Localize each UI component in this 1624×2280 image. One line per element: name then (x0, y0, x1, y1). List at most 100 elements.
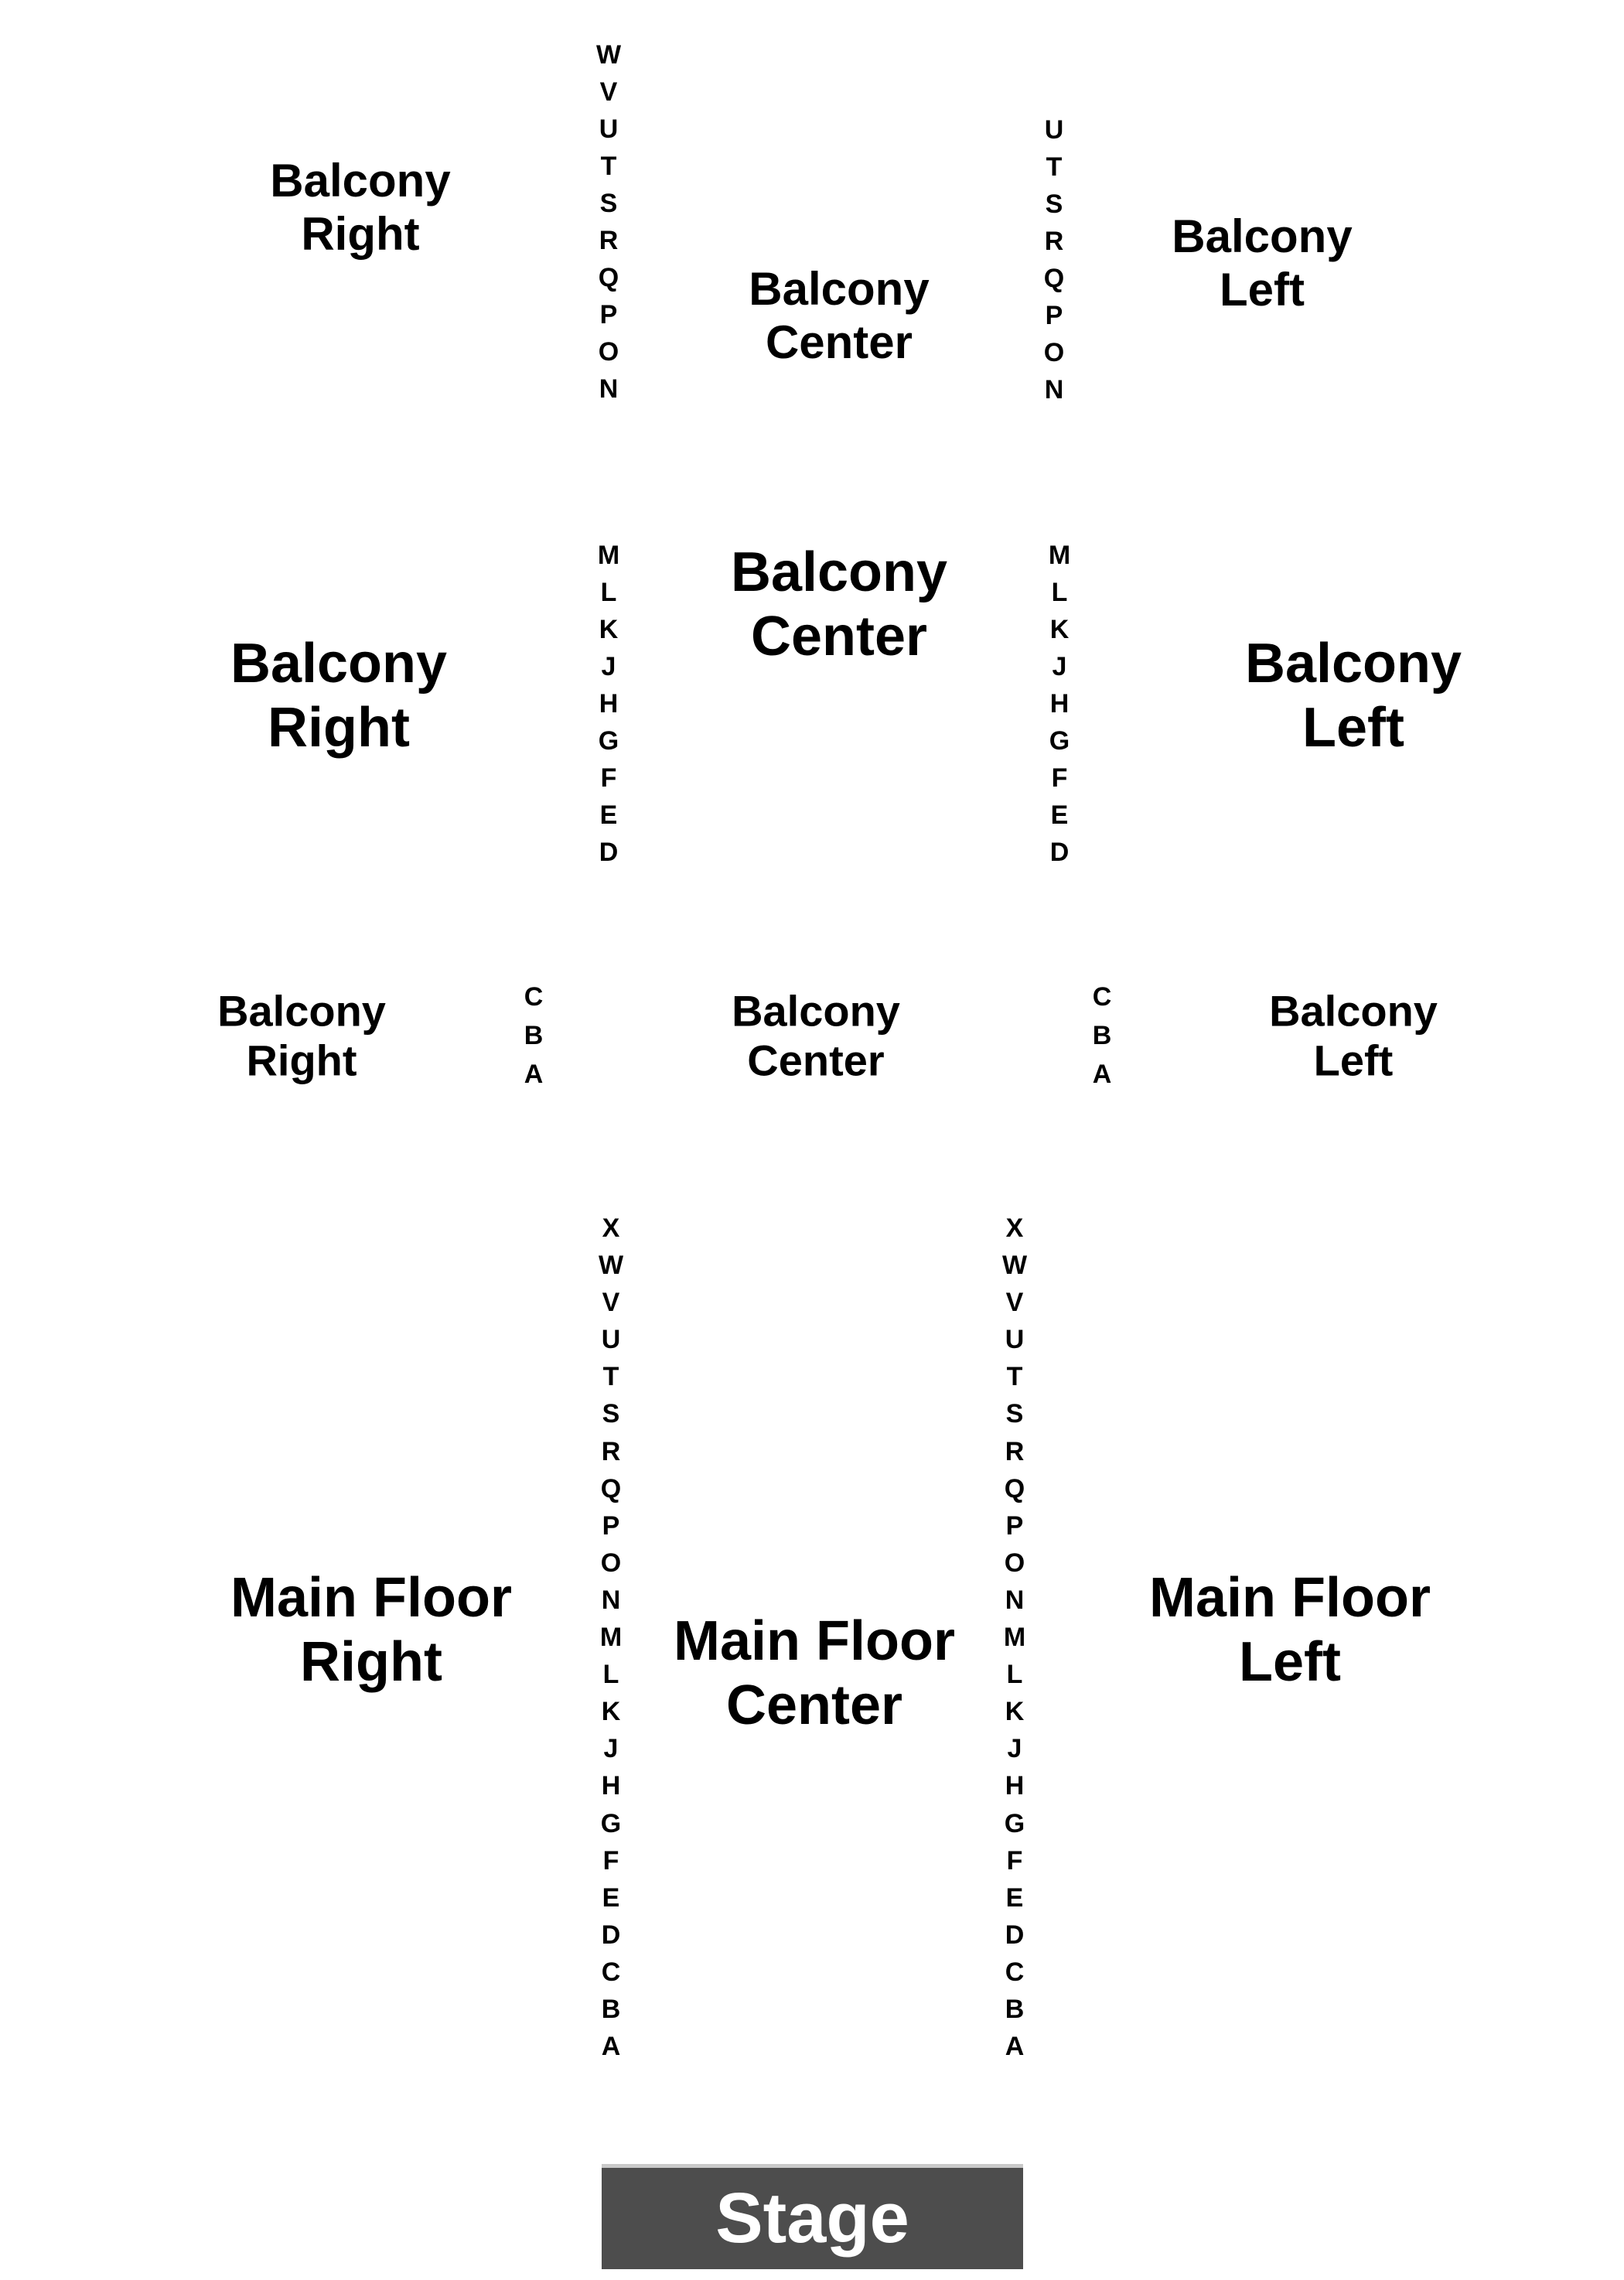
section-balcony-center-low[interactable]: Balcony Center (732, 987, 900, 1087)
row-label: B (524, 1021, 544, 1050)
row-label: V (1005, 1288, 1024, 1318)
row-label: L (1006, 1660, 1023, 1690)
row-label: Q (600, 1473, 622, 1504)
row-label: C (601, 1957, 621, 1987)
row-label: T (1006, 1362, 1023, 1392)
row-label: S (1005, 1399, 1024, 1429)
section-label-line2: Left (1239, 1631, 1341, 1693)
section-balcony-center-upper[interactable]: Balcony Center (749, 262, 929, 369)
row-label: J (1007, 1734, 1022, 1764)
row-label: S (1045, 189, 1063, 219)
section-label-line1: Main Floor (230, 1567, 512, 1630)
section-label-line1: Balcony (270, 155, 451, 206)
section-label-line2: Right (300, 1631, 442, 1693)
section-label-line1: Balcony (217, 986, 386, 1036)
row-label: C (1005, 1957, 1025, 1987)
row-label: W (1001, 1251, 1028, 1281)
row-label: G (600, 1808, 622, 1838)
row-label: V (599, 77, 618, 107)
row-label: H (1005, 1771, 1025, 1801)
section-label-line2: Right (268, 697, 410, 759)
row-label: L (1051, 578, 1068, 607)
row-label: W (598, 1251, 624, 1281)
row-label: R (1005, 1436, 1025, 1466)
row-label: U (1044, 115, 1064, 145)
row-label: M (1048, 541, 1071, 570)
row-label: K (1049, 615, 1070, 644)
row-label: T (1046, 152, 1063, 182)
row-label: O (598, 337, 619, 367)
row-label: A (1005, 2032, 1025, 2062)
row-label: F (600, 763, 617, 793)
row-label: G (1004, 1808, 1025, 1838)
section-label-line2: Left (1302, 697, 1404, 759)
row-label: X (602, 1213, 620, 1243)
row-label: D (601, 1920, 621, 1950)
row-label: P (602, 1510, 620, 1541)
row-label: S (602, 1399, 620, 1429)
section-label-line1: Balcony (1172, 210, 1353, 262)
row-label: M (599, 1623, 623, 1653)
section-main-floor-center[interactable]: Main Floor Center (674, 1609, 955, 1738)
section-balcony-right-low[interactable]: Balcony Right (217, 987, 386, 1087)
row-label: D (1049, 838, 1070, 867)
row-label: E (1005, 1882, 1024, 1913)
row-label: U (1005, 1325, 1025, 1355)
row-label: U (599, 114, 619, 144)
stage-label: Stage (715, 2179, 909, 2258)
row-label: R (601, 1436, 621, 1466)
row-label: F (602, 1845, 619, 1876)
section-balcony-left-mid[interactable]: Balcony Left (1245, 632, 1462, 760)
row-label: K (1005, 1697, 1025, 1727)
section-balcony-center-mid[interactable]: Balcony Center (731, 541, 947, 669)
row-label: M (1003, 1623, 1026, 1653)
section-main-floor-right[interactable]: Main Floor Right (230, 1566, 512, 1695)
row-label: G (1049, 726, 1070, 756)
row-label: F (1051, 763, 1068, 793)
row-label: O (1004, 1548, 1025, 1578)
section-label-line2: Right (246, 1036, 357, 1085)
row-label: P (1005, 1510, 1024, 1541)
row-label: L (602, 1660, 619, 1690)
row-label: B (1092, 1021, 1112, 1050)
section-balcony-left-low[interactable]: Balcony Left (1269, 987, 1438, 1087)
row-label: U (601, 1325, 621, 1355)
row-label: E (599, 800, 618, 830)
row-label: R (1044, 227, 1064, 256)
section-label-line2: Right (301, 208, 420, 260)
row-label: K (599, 615, 619, 644)
section-label-line2: Left (1220, 264, 1305, 316)
row-label: N (599, 374, 619, 404)
section-label-line1: Main Floor (674, 1610, 955, 1673)
section-main-floor-left[interactable]: Main Floor Left (1149, 1566, 1431, 1695)
section-label-line1: Main Floor (1149, 1567, 1431, 1630)
row-label: A (524, 1060, 544, 1089)
row-label: T (600, 152, 617, 181)
section-label-line1: Balcony (749, 263, 930, 315)
row-label: P (599, 300, 618, 329)
row-label: T (602, 1362, 619, 1392)
stage: Stage (602, 2164, 1023, 2269)
row-label: X (1005, 1213, 1024, 1243)
row-label: E (602, 1882, 620, 1913)
row-label: A (1092, 1060, 1112, 1089)
section-balcony-left-upper[interactable]: Balcony Left (1172, 210, 1352, 316)
row-label: B (601, 1994, 621, 2024)
section-label-line2: Left (1313, 1036, 1394, 1085)
row-label: J (1052, 652, 1067, 681)
row-label: R (599, 226, 619, 255)
row-label: D (1005, 1920, 1025, 1950)
section-balcony-right-mid[interactable]: Balcony Right (230, 632, 447, 760)
section-balcony-right-upper[interactable]: Balcony Right (270, 154, 450, 261)
section-label-line1: Balcony (1269, 986, 1438, 1036)
row-label: V (602, 1288, 620, 1318)
section-label-line1: Balcony (732, 986, 900, 1036)
